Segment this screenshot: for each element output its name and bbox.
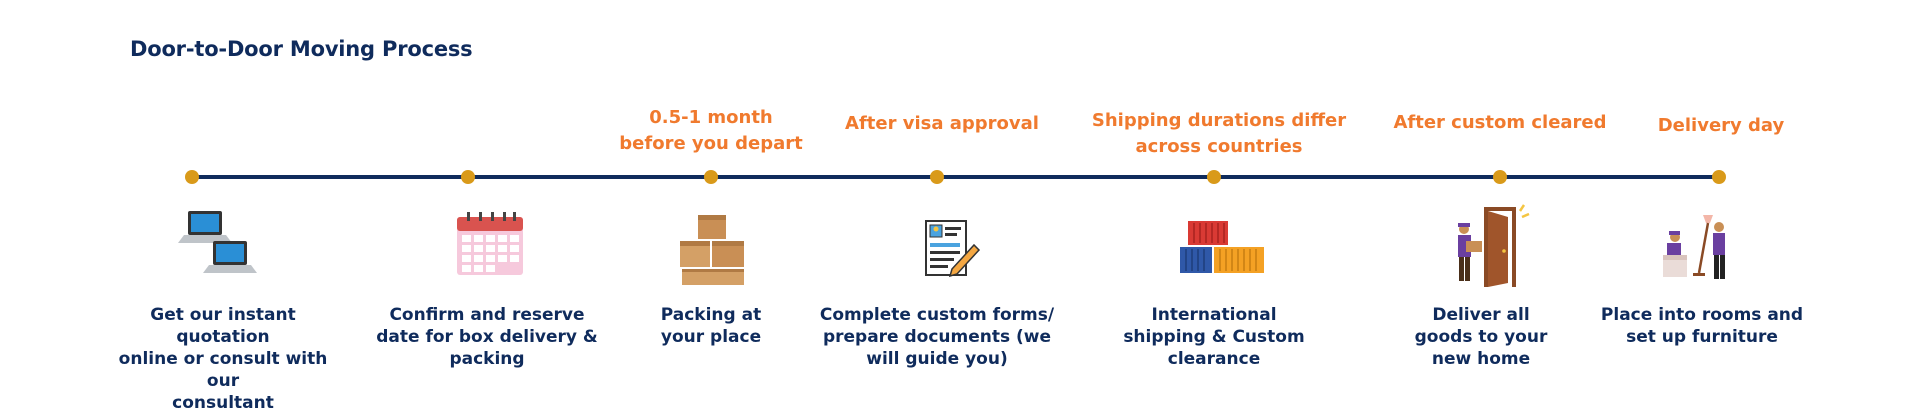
timing-label-shipping: Shipping durations differ across countri… bbox=[1091, 110, 1347, 157]
timeline-dot-6 bbox=[1493, 170, 1507, 184]
timeline-dot-1 bbox=[185, 170, 199, 184]
timing-label-documents: After visa approval bbox=[845, 113, 1039, 134]
delivery-door-icon bbox=[1432, 203, 1542, 293]
timeline-line bbox=[192, 175, 1719, 179]
timing-label-setup: Delivery day bbox=[1657, 115, 1785, 136]
timing-label-packing: 0.5-1 month before you depart bbox=[619, 107, 803, 154]
calendar-icon bbox=[435, 203, 545, 293]
step-label-reserve: Confirm and reserve date for box deliver… bbox=[376, 305, 598, 369]
step-label-shipping: International shipping & Custom clearanc… bbox=[1123, 305, 1305, 369]
step-label-deliver: Deliver all goods to your new home bbox=[1414, 305, 1548, 369]
timeline-dot-7 bbox=[1712, 170, 1726, 184]
timeline-dot-4 bbox=[930, 170, 944, 184]
step-label-setup: Place into rooms and set up furniture bbox=[1600, 305, 1804, 347]
timeline-dot-3 bbox=[704, 170, 718, 184]
boxes-icon bbox=[656, 203, 766, 293]
laptops-icon bbox=[158, 203, 268, 293]
timeline-dot-2 bbox=[461, 170, 475, 184]
page-title: Door-to-Door Moving Process bbox=[130, 37, 473, 61]
shipping-containers-icon bbox=[1164, 203, 1274, 293]
timeline-dot-5 bbox=[1207, 170, 1221, 184]
step-label-quotation: Get our instant quotation online or cons… bbox=[118, 305, 328, 413]
step-label-documents: Complete custom forms/ prepare documents… bbox=[819, 305, 1055, 369]
step-label-packing: Packing at your place bbox=[660, 305, 762, 347]
timing-label-delivery: After custom cleared bbox=[1393, 112, 1607, 133]
documents-icon bbox=[890, 203, 1000, 293]
furniture-setup-icon bbox=[1647, 203, 1757, 293]
